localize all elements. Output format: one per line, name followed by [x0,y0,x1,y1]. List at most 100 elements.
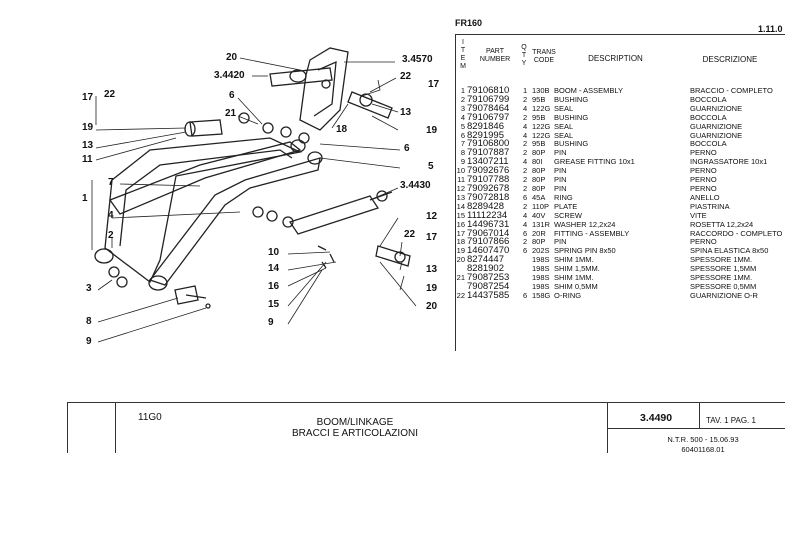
middle-washer-2 [266,210,278,222]
cell-trans: 122G [532,103,551,113]
cell-item: 14 [456,201,465,211]
footer-left-rule [67,402,68,453]
cell-item: 16 [456,219,465,229]
cell-descrizione: SPESSORE 1MM. [690,255,753,265]
cell-item: 1 [460,86,465,95]
cell-trans: 110P [532,201,549,211]
callout-7: 7 [108,177,114,188]
callout-3-4420: 3.4420 [214,70,245,81]
cell-description: BUSHING [554,94,589,104]
cell-trans: 122G [532,130,551,140]
top-bracket-inner [313,60,337,117]
cell-trans: 158G [532,290,551,300]
cell-part-number: 79072818 [467,191,510,203]
cell-part-number: 79106800 [467,138,510,150]
cell-descrizione: PERNO [690,175,717,185]
cell-part-number: 14496731 [467,218,510,230]
cell-part-number: 79078464 [467,102,510,114]
col-description-heading: DESCRIPTION [588,54,643,63]
cell-part-number: 79092678 [467,182,510,194]
callout-5: 5 [428,161,434,172]
cell-description: PIN [554,183,567,193]
footer-divider-2 [607,402,608,453]
callout-13-left: 13 [82,140,94,151]
footer-code: 11G0 [138,412,162,423]
cell-descrizione: PERNO [690,166,717,176]
bottom-pin [185,294,207,299]
cell-descrizione: PERNO [690,148,717,158]
doc-code: 60401168.01 [681,445,725,454]
footer-top-rule [67,402,785,403]
cell-description: SHIM 1MM. [554,273,594,283]
cell-trans: 198S [532,273,550,283]
cell-trans: 80P [532,183,546,193]
cell-descrizione: GUARNIZIONE [690,121,743,131]
callout-21: 21 [225,108,237,119]
callout-6: 6 [229,90,235,101]
seal-washer-2 [280,126,292,138]
boom-arm-inner [119,149,293,247]
cell-description: SHIM 0,5MM [554,281,598,291]
cell-item: 3 [460,103,465,113]
cell-description: BOOM - ASSEMBLY [554,86,624,95]
boom-eye-left [94,248,114,264]
bottom-washer-1 [108,266,120,278]
revision-info: N.T.R. 500 - 15.06.93 60401168.01 [638,435,768,455]
cell-item: 22 [456,290,465,300]
cell-part-number: 79106810 [467,85,510,96]
page-indicator: TAV. 1 PAG. 1 [706,416,756,425]
cell-qty: 4 [523,219,528,229]
cell-description: SHIM 1MM. [554,255,594,265]
cell-part-number: 8291995 [467,129,504,141]
cell-part-number: 8281902 [467,263,504,275]
cell-part-number: 79107788 [467,174,510,186]
cell-description: PIN [554,175,567,185]
cell-trans: 95B [532,94,546,104]
cell-descrizione: SPINA ELASTICA 8x50 [690,246,769,256]
top-bracket [299,47,349,131]
seal-washer-4 [238,112,250,124]
cell-descrizione: ROSETTA 12,2x24 [690,219,754,229]
cell-item: 13 [456,192,465,202]
cell-qty [523,274,532,283]
cell-description: PLATE [554,201,578,211]
cell-trans: 198S [532,264,550,274]
cell-part-number: 79106797 [467,111,510,123]
cell-description: SHIM 1,5MM. [554,264,600,274]
cell-item: 6 [460,130,465,140]
cell-qty: 2 [523,237,528,247]
header-rule [455,34,785,35]
cell-trans: 80I [532,157,543,167]
callout-20-right: 20 [426,301,438,312]
cell-item: 17 [456,228,465,238]
cell-descrizione: GUARNIZIONE O-R [690,290,758,300]
cell-part-number: 79092676 [467,165,510,177]
boom-eye-lower [148,275,168,291]
left-pin-top [189,119,223,137]
callout-17-right: 17 [426,232,438,243]
callout-19-right: 19 [426,125,438,136]
callout-8: 8 [86,316,92,327]
callout-6-right: 6 [404,143,410,154]
cell-item: 12 [456,183,465,193]
boom-lower-arm [148,157,321,286]
cell-qty: 4 [523,130,528,140]
cell-descrizione: INGRASSATORE 10x1 [690,157,768,167]
callout-14: 14 [268,263,280,274]
left-pin-top-end [184,121,196,137]
cell-qty: 1 [523,86,528,95]
right-pin-ring [359,93,373,107]
callout-3-4430: 3.4430 [400,180,431,191]
cell-trans: 45A [532,192,546,202]
cell-descrizione: PERNO [690,183,717,193]
cell-item: 5 [460,121,465,131]
callout-17: 17 [428,79,440,90]
